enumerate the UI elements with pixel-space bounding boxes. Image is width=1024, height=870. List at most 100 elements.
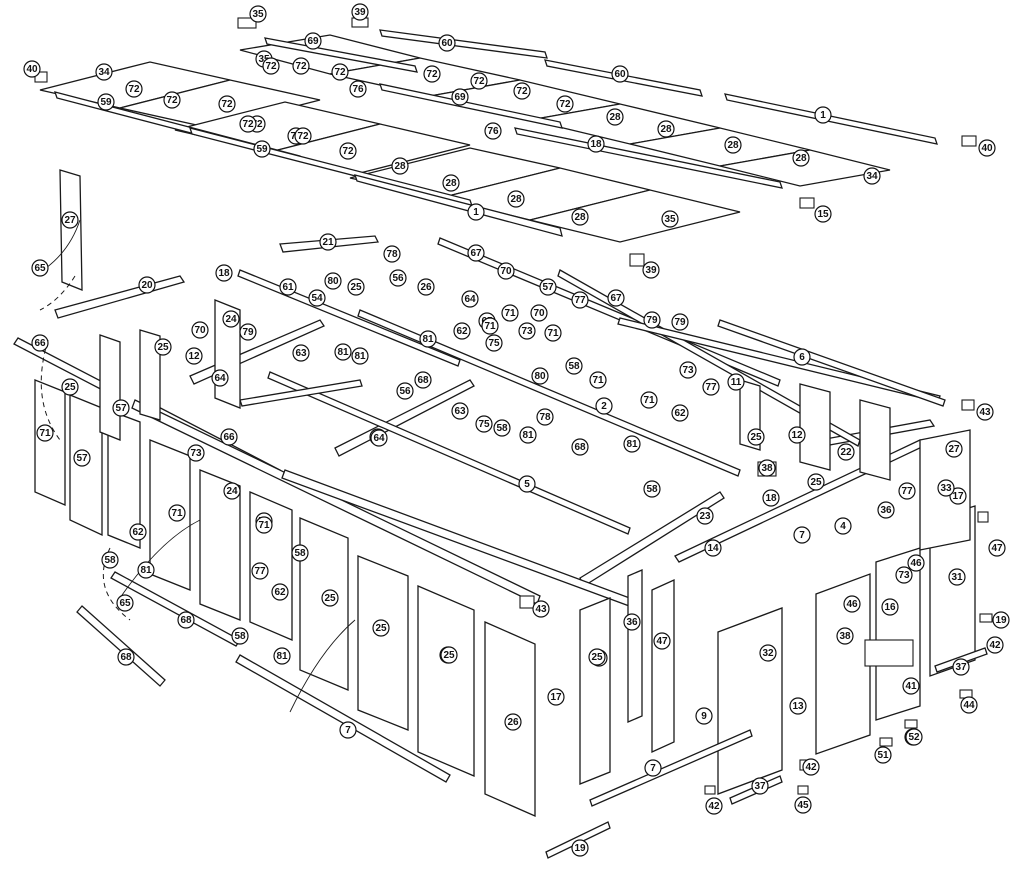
callout-circle [793, 348, 811, 366]
part-callout: 18 [215, 264, 233, 282]
callout-number: 17 [952, 491, 964, 502]
callout-number: 59 [256, 144, 268, 155]
part-callout: 44 [960, 696, 978, 714]
part-callout: 58 [231, 627, 249, 645]
callout-circle [442, 174, 460, 192]
callout-number: 81 [276, 651, 288, 662]
callout-number: 75 [488, 338, 500, 349]
part-callout: 72 [339, 142, 357, 160]
part-callout: 71 [589, 371, 607, 389]
callout-circle [251, 562, 269, 580]
part-callout: 21 [319, 233, 337, 251]
callout-circle [125, 80, 143, 98]
callout-circle [978, 139, 996, 157]
part-callout: 28 [507, 190, 525, 208]
wall-panel [357, 555, 409, 731]
bracket-icon [904, 719, 918, 729]
callout-number: 58 [104, 555, 116, 566]
part-callout: 61 [279, 278, 297, 296]
part-callout: 81 [334, 343, 352, 361]
callout-circle [370, 429, 388, 447]
part-callout: 22 [837, 443, 855, 461]
callout-circle [671, 313, 689, 331]
part-callout: 60 [611, 65, 629, 83]
part-callout: 58 [565, 357, 583, 375]
part-callout: 71 [501, 304, 519, 322]
callout-number: 68 [180, 615, 192, 626]
part-callout: 17 [949, 487, 967, 505]
callout-circle [239, 323, 257, 341]
callout-circle [513, 82, 531, 100]
part-callout: 72 [125, 80, 143, 98]
part-callout: 58 [493, 419, 511, 437]
callout-circle [185, 347, 203, 365]
callout-number: 63 [295, 348, 307, 359]
callout-circle [138, 276, 156, 294]
callout-number: 36 [880, 505, 892, 516]
part-callout: 77 [898, 482, 916, 500]
callout-circle [751, 777, 769, 795]
purlin [237, 269, 461, 367]
callout-circle [451, 402, 469, 420]
callout-number: 5 [524, 479, 530, 490]
guide-line [40, 339, 61, 441]
callout-number: 62 [456, 326, 468, 337]
callout-circle [747, 428, 765, 446]
callout-number: 78 [539, 412, 551, 423]
purlin [617, 317, 941, 403]
callout-circle [607, 289, 625, 307]
purlin [239, 379, 363, 407]
callout-circle [960, 696, 978, 714]
callout-number: 43 [979, 407, 991, 418]
part-callout: 72 [262, 57, 280, 75]
part-callout: 77 [702, 378, 720, 396]
callout-circle [758, 459, 776, 477]
callout-circle [321, 589, 339, 607]
part-callout: 57 [112, 399, 130, 417]
callout-circle [898, 482, 916, 500]
part-callout: 71 [544, 324, 562, 342]
callout-circle [843, 595, 861, 613]
part-callout: 28 [442, 174, 460, 192]
part-callout: 76 [349, 80, 367, 98]
callout-number: 71 [484, 321, 496, 332]
callout-circle [948, 568, 966, 586]
callout-number: 58 [496, 423, 508, 434]
callout-circle [383, 245, 401, 263]
callout-circle [187, 444, 205, 462]
callout-number: 19 [995, 615, 1007, 626]
callout-circle [218, 95, 236, 113]
callout-number: 73 [898, 570, 910, 581]
callout-number: 51 [877, 750, 889, 761]
bracket-icon [879, 737, 893, 747]
callout-number: 70 [500, 266, 512, 277]
callout-number: 71 [258, 520, 270, 531]
callout-number: 17 [550, 692, 562, 703]
callout-circle [814, 106, 832, 124]
callout-circle [23, 60, 41, 78]
callout-circle [702, 378, 720, 396]
roof-panels [39, 29, 938, 243]
bracket-icon [704, 785, 716, 795]
part-callout: 39 [642, 261, 660, 279]
part-callout: 34 [863, 167, 881, 185]
wall-panel [417, 585, 475, 777]
callout-number: 72 [295, 61, 307, 72]
wall-panel [627, 569, 643, 723]
part-callout: 12 [185, 347, 203, 365]
callout-number: 28 [574, 212, 586, 223]
callout-number: 58 [234, 631, 246, 642]
part-callout: 66 [220, 428, 238, 446]
callout-circle [331, 63, 349, 81]
callout-number: 81 [354, 351, 366, 362]
callout-number: 72 [334, 67, 346, 78]
callout-number: 34 [866, 171, 878, 182]
callout-circle [347, 278, 365, 296]
part-callout: 63 [292, 344, 310, 362]
part-callout: 25 [321, 589, 339, 607]
callout-circle [589, 371, 607, 389]
part-callout: 77 [571, 291, 589, 309]
callout-number: 46 [910, 558, 922, 569]
callout-circle [556, 95, 574, 113]
part-callout: 28 [606, 108, 624, 126]
